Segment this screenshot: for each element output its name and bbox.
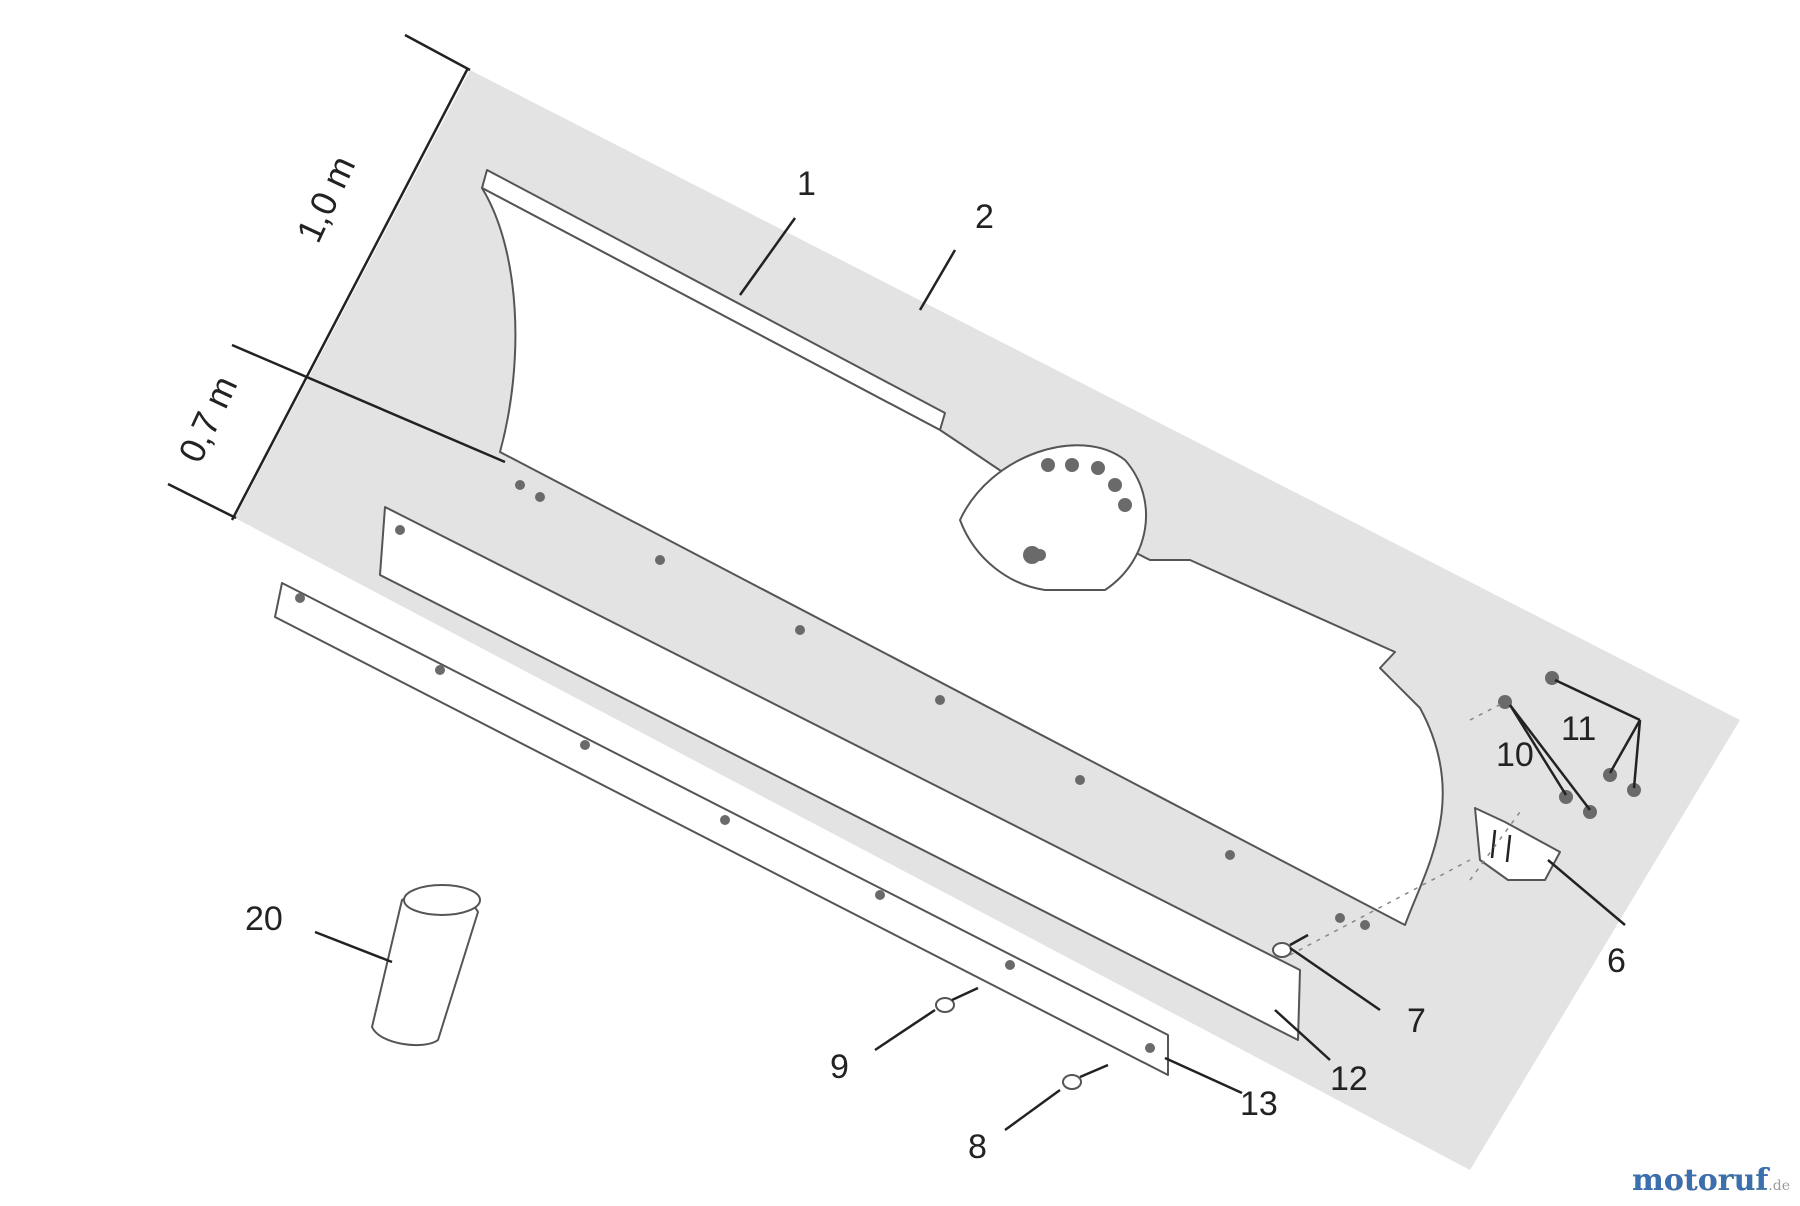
dimension-line-length	[230, 67, 470, 521]
part-6-bracket	[1474, 807, 1561, 881]
callout-1: 1	[797, 165, 816, 203]
callout-2: 2	[975, 198, 994, 236]
part-11-bolt	[1545, 671, 1559, 685]
leader-11c	[1632, 719, 1642, 789]
leader-2	[918, 249, 957, 311]
strip-hole	[655, 555, 665, 565]
spray-can-cap	[403, 884, 481, 916]
callout-9: 9	[830, 1048, 849, 1086]
leader-9	[874, 1008, 936, 1052]
blade-hole	[515, 480, 525, 490]
lip-hole	[1145, 1043, 1155, 1053]
part-8-bolt-shank	[1079, 1063, 1109, 1079]
callout-8: 8	[968, 1128, 987, 1166]
lip-hole	[580, 740, 590, 750]
part-9-bolt	[935, 997, 955, 1013]
dimension-line-length-top	[404, 33, 471, 72]
leader-1	[738, 217, 797, 296]
lip-hole	[720, 815, 730, 825]
watermark-suffix: .de	[1768, 1178, 1790, 1194]
part-13-rubber-lip	[274, 582, 1169, 1076]
bracket-slot	[1490, 829, 1497, 859]
callout-20: 20	[245, 900, 283, 938]
part-11-bolt	[1627, 783, 1641, 797]
mount-hole	[1091, 461, 1105, 475]
motoruf-watermark-logo: motoruf.de	[1632, 1163, 1790, 1198]
part-12-wear-strip	[379, 506, 1301, 1041]
leader-7	[1289, 946, 1381, 1012]
part-2-pivot-mount	[959, 444, 1147, 591]
blade-hole	[535, 492, 545, 502]
strip-hole	[1225, 850, 1235, 860]
leader-11b	[1608, 719, 1642, 774]
assembly-guide	[1469, 701, 1506, 721]
leader-8	[1004, 1088, 1061, 1132]
lip-hole	[875, 890, 885, 900]
dimension-length-label: 1,0 m	[288, 149, 363, 248]
leader-12	[1274, 1009, 1331, 1061]
part-11-bolt	[1603, 768, 1617, 782]
callout-10: 10	[1496, 736, 1534, 774]
callout-11: 11	[1561, 710, 1596, 748]
part-10-nut	[1583, 805, 1597, 819]
lip-hole	[435, 665, 445, 675]
callout-6: 6	[1607, 942, 1626, 980]
part-20-spray-can	[371, 893, 479, 1047]
mount-hole	[1023, 546, 1041, 564]
leader-11a	[1554, 678, 1641, 722]
lip-hole	[295, 593, 305, 603]
strip-hole	[935, 695, 945, 705]
blade-hole	[1335, 913, 1345, 923]
mount-hole	[1108, 478, 1122, 492]
watermark-text: motoruf	[1632, 1163, 1769, 1198]
strip-hole	[1075, 775, 1085, 785]
mount-hole	[1065, 458, 1079, 472]
blade-hole	[1360, 920, 1370, 930]
leader-10a	[1508, 704, 1568, 796]
strip-hole	[795, 625, 805, 635]
mount-hole	[1118, 498, 1132, 512]
assembly-guide	[1289, 859, 1471, 956]
mount-hole	[1041, 458, 1055, 472]
dimension-line-width-bottom	[167, 482, 237, 520]
strip-hole	[395, 525, 405, 535]
part-10-nut	[1498, 695, 1512, 709]
bracket-slot	[1505, 834, 1512, 863]
assembly-guide	[1469, 811, 1521, 881]
part-8-bolt	[1062, 1074, 1082, 1090]
callout-12: 12	[1330, 1060, 1368, 1098]
leader-10b	[1509, 704, 1591, 811]
part-7-screw	[1272, 942, 1292, 958]
dimension-width-label: 0,7 m	[170, 369, 245, 468]
leader-6	[1547, 859, 1626, 926]
part-9-bolt-shank	[951, 986, 979, 1002]
callout-13: 13	[1240, 1085, 1278, 1123]
lip-hole	[1005, 960, 1015, 970]
callout-7: 7	[1407, 1002, 1426, 1040]
leader-13	[1164, 1056, 1243, 1095]
part-7-screw-shank	[1289, 933, 1309, 947]
part-10-nut	[1559, 790, 1573, 804]
dimension-line-width-top	[231, 343, 506, 464]
leader-20	[314, 930, 393, 964]
